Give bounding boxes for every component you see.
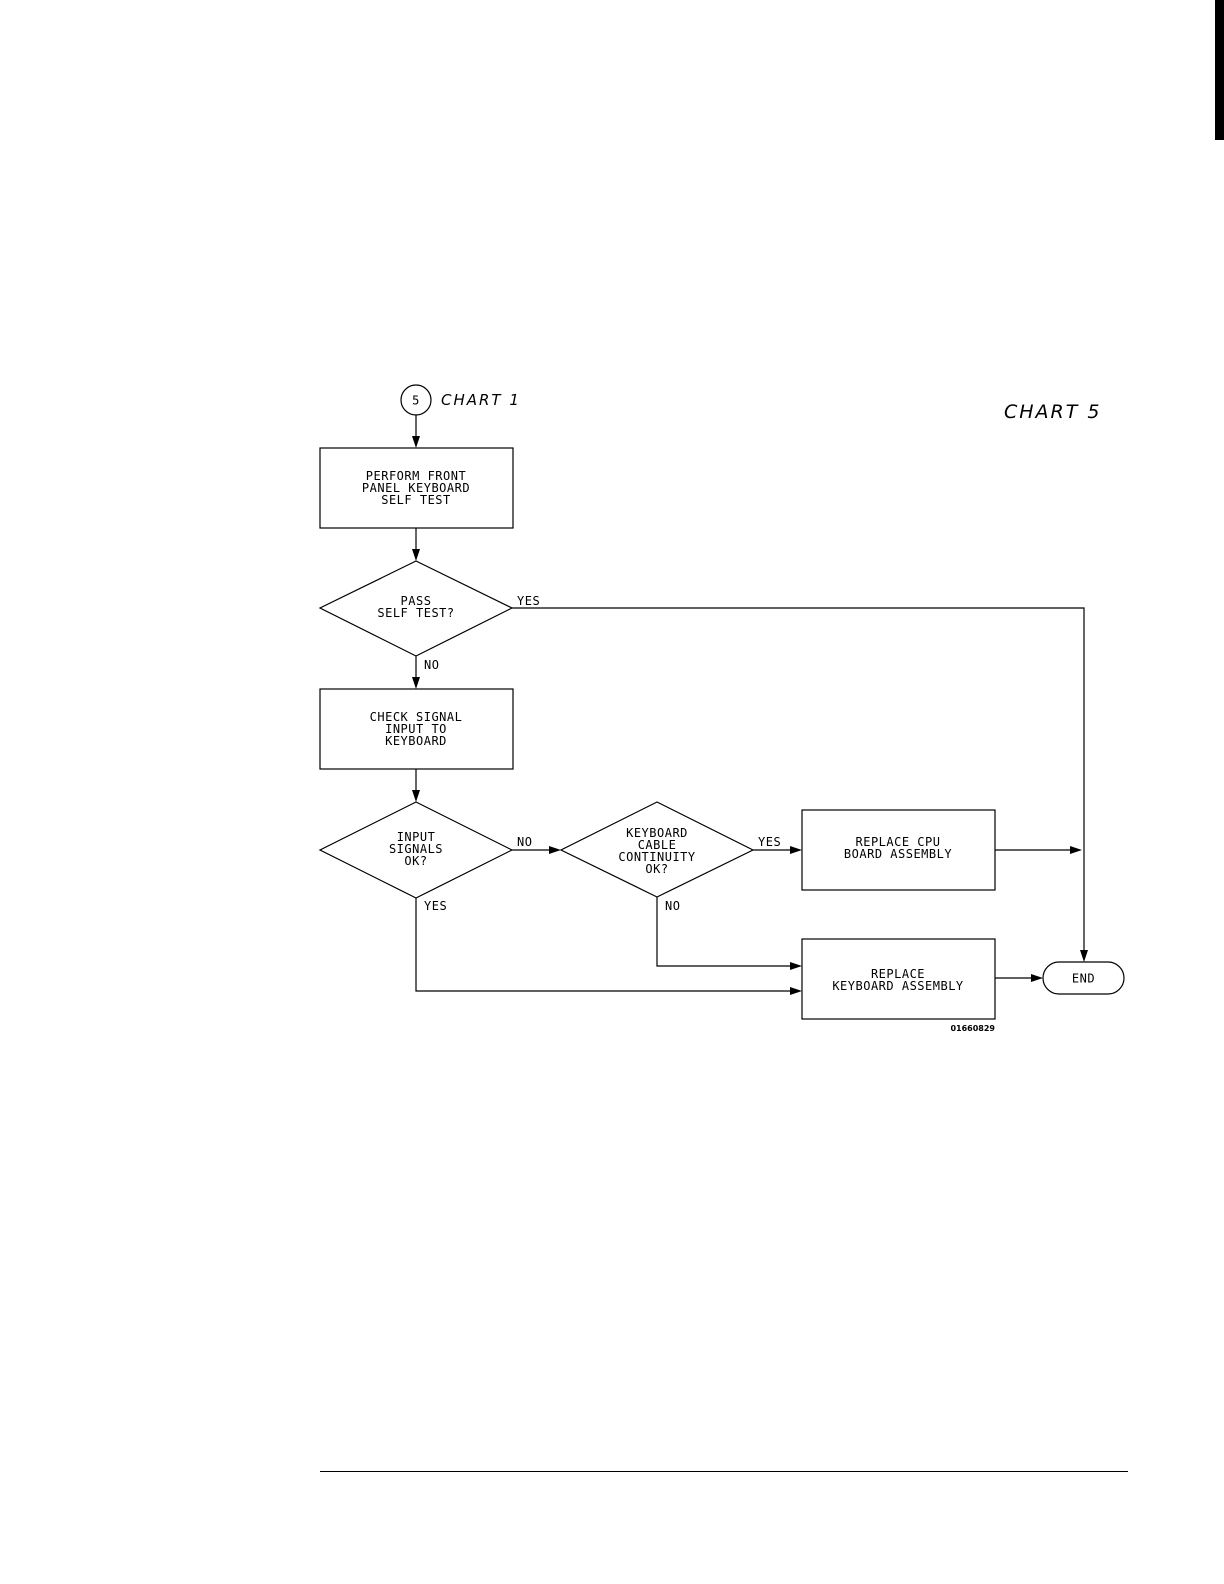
edge-label-input-no: NO [517, 835, 532, 849]
arrowhead [1080, 950, 1088, 962]
terminator-end-label: END [1072, 972, 1095, 986]
arrowhead [412, 677, 420, 689]
entry-connector-reference: CHART 1 [441, 391, 521, 409]
edge-pass-yes-to-end [512, 608, 1084, 952]
process-check-signal-line-3: KEYBOARD [385, 734, 447, 748]
decision-input-signals-ok-line-3: OK? [404, 854, 427, 868]
edge-label-input-yes: YES [424, 899, 447, 913]
decision-pass-self-test-line-2: SELF TEST? [377, 606, 454, 620]
decision-cable-continuity-ok-line-4: OK? [645, 862, 668, 876]
process-replace-cpu-board-line-2: BOARD ASSEMBLY [844, 847, 952, 861]
edge-label-pass-no: NO [424, 658, 439, 672]
chart-title: CHART 5 [1004, 401, 1102, 423]
figure-id: 01660829 [950, 1024, 995, 1033]
footer-rule [320, 1471, 1128, 1472]
page-edge-tab [1215, 0, 1224, 140]
arrowhead [790, 987, 802, 995]
arrowhead [790, 962, 802, 970]
arrowhead [412, 790, 420, 802]
arrowhead [412, 549, 420, 561]
arrowhead [549, 846, 561, 854]
process-perform-self-test-line-3: SELF TEST [381, 493, 451, 507]
edge-label-cable-yes: YES [758, 835, 781, 849]
arrowhead [412, 436, 420, 448]
arrowhead [1031, 974, 1043, 982]
arrowhead [1070, 846, 1082, 854]
edge-label-pass-yes: YES [517, 594, 540, 608]
arrowhead [790, 846, 802, 854]
edge-label-cable-no: NO [665, 899, 680, 913]
entry-connector-number: 5 [412, 394, 420, 408]
edge-input-yes-to-keyboard [416, 898, 792, 991]
process-replace-keyboard-assembly-line-2: KEYBOARD ASSEMBLY [832, 979, 964, 993]
